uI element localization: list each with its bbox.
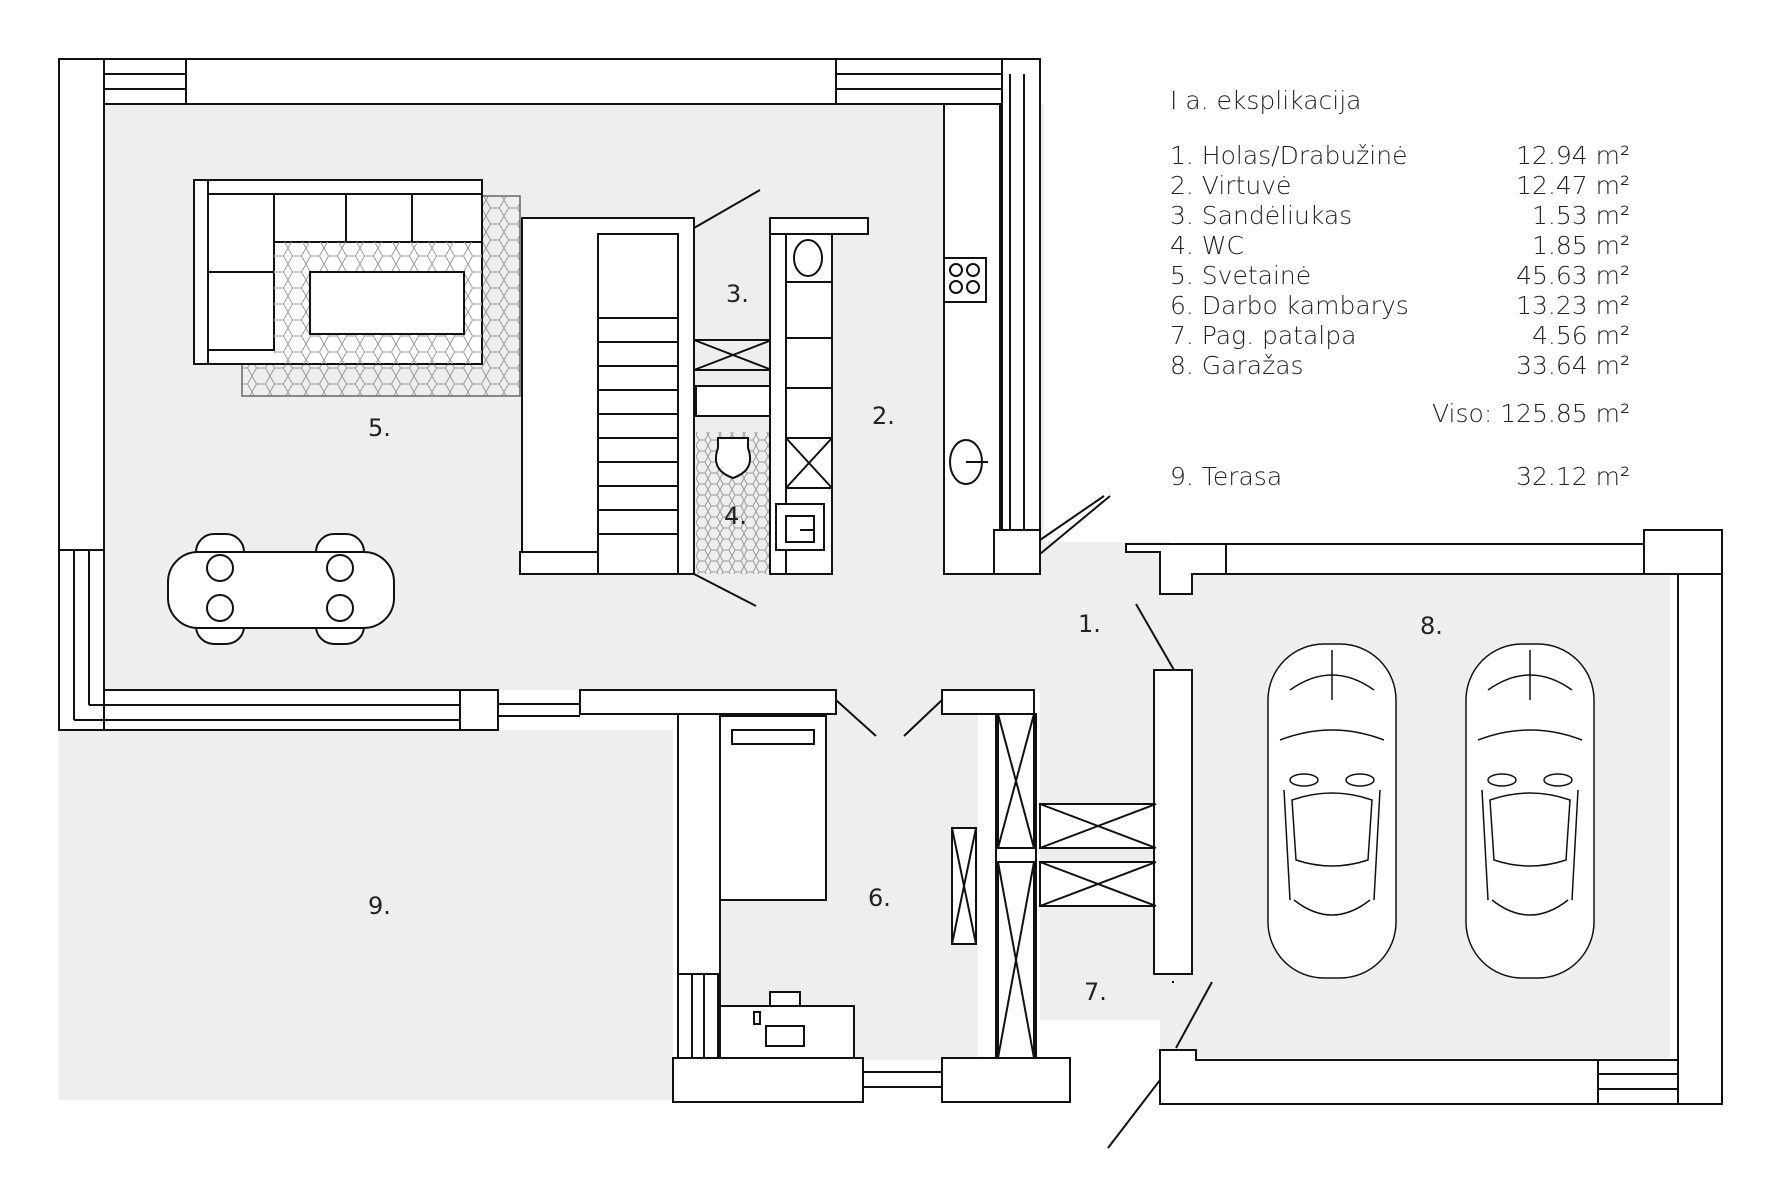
car-left [1267, 643, 1397, 979]
floor-hall [1040, 542, 1170, 1020]
floor-terrace [59, 730, 673, 1100]
car-right [1465, 643, 1595, 979]
toilet-icon [714, 437, 752, 480]
room-label-1: 1. [1078, 610, 1101, 638]
legend-title: I a. eksplikacija [1170, 86, 1362, 115]
coffee-table [309, 271, 465, 335]
room-label-3: 3. [726, 280, 749, 308]
window-top-left [103, 58, 187, 105]
window-left [58, 549, 105, 731]
window-top-right [835, 58, 1003, 105]
kitchen-counter [943, 103, 1001, 575]
room-label-2: 2. [872, 402, 895, 430]
room-label-4: 4. [724, 502, 747, 530]
room-label-6: 6. [868, 884, 891, 912]
legend-total: Viso: 125.85 m² [1432, 399, 1630, 428]
room-label-7: 7. [1084, 978, 1107, 1006]
dining-table [167, 551, 395, 629]
bed [719, 715, 827, 901]
boiler-icon [793, 239, 823, 277]
room-label-9: 9. [368, 892, 391, 920]
room-label-8: 8. [1420, 612, 1443, 640]
room-label-5: 5. [368, 414, 391, 442]
